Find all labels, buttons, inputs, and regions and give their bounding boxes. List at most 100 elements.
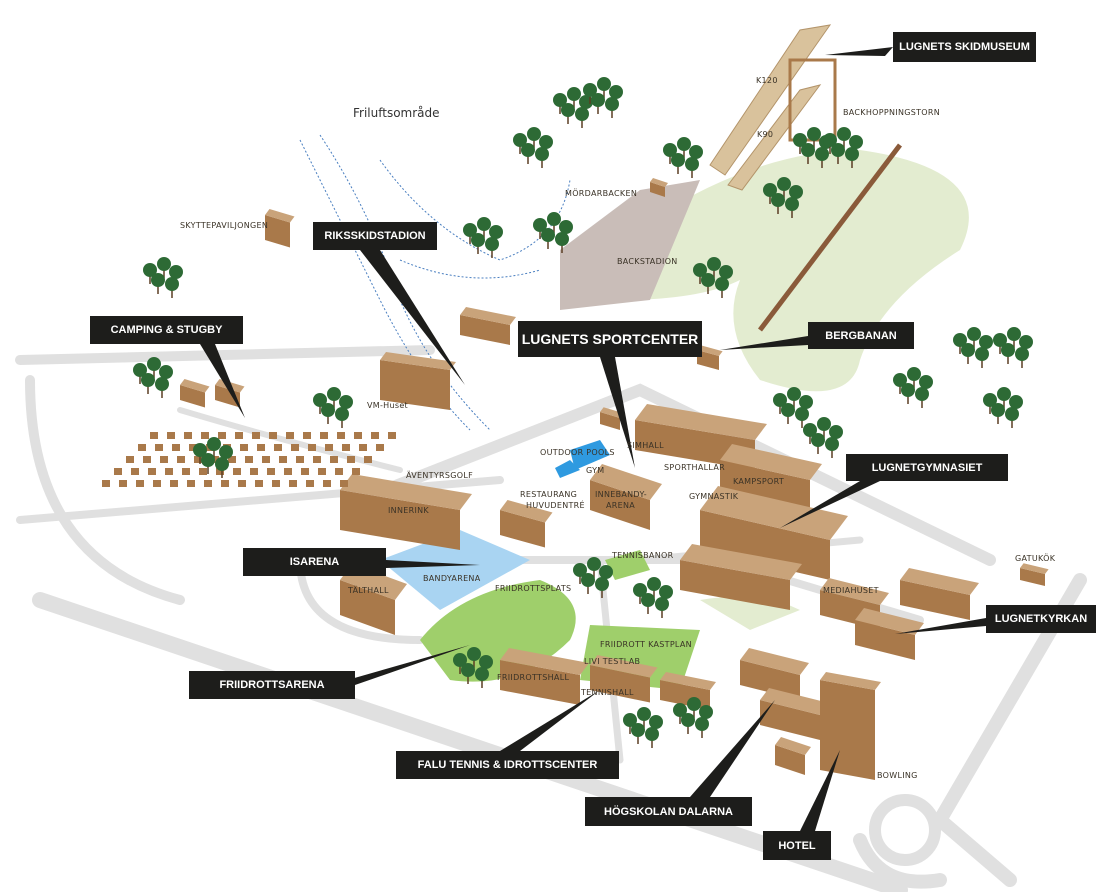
building bbox=[1020, 563, 1049, 586]
cabin bbox=[216, 468, 224, 475]
cabin bbox=[354, 432, 362, 439]
cabin bbox=[148, 468, 156, 475]
cabin bbox=[177, 456, 185, 463]
label-friluftsomrade: Friluftsområde bbox=[353, 106, 440, 120]
building bbox=[380, 352, 456, 410]
callout-sportcenter[interactable]: LUGNETS SPORTCENTER bbox=[518, 321, 702, 357]
callout-pointer bbox=[825, 47, 893, 56]
cabin bbox=[308, 444, 316, 451]
cabin bbox=[352, 468, 360, 475]
cabin bbox=[187, 480, 195, 487]
building bbox=[697, 345, 723, 370]
tree-cluster bbox=[573, 557, 613, 598]
label-bandyarena: BANDYARENA bbox=[423, 574, 481, 583]
tree-cluster bbox=[953, 327, 993, 368]
callout-hotel[interactable]: HOTEL bbox=[763, 831, 831, 860]
building bbox=[720, 444, 822, 515]
cabin bbox=[114, 468, 122, 475]
callout-camping[interactable]: CAMPING & STUGBY bbox=[90, 316, 243, 344]
callout-pointers bbox=[200, 47, 986, 831]
cabin bbox=[102, 480, 110, 487]
cabin bbox=[376, 444, 384, 451]
cabin bbox=[138, 444, 146, 451]
label-friidrottsplats: FRIIDROTTSPLATS bbox=[495, 584, 572, 593]
cabin bbox=[388, 432, 396, 439]
label-innerink: INNERINK bbox=[388, 506, 429, 515]
cabin bbox=[371, 432, 379, 439]
cabin bbox=[184, 432, 192, 439]
cabin bbox=[252, 432, 260, 439]
building bbox=[460, 307, 516, 345]
building bbox=[650, 178, 668, 197]
cabin bbox=[119, 480, 127, 487]
callout-pointer bbox=[895, 618, 986, 634]
tree-cluster bbox=[133, 357, 173, 398]
callout-riksskidstadion[interactable]: RIKSSKIDSTADION bbox=[313, 222, 437, 250]
cabin bbox=[262, 456, 270, 463]
tree-cluster bbox=[623, 707, 663, 748]
cabin bbox=[150, 432, 158, 439]
cabin bbox=[182, 468, 190, 475]
tree-cluster bbox=[313, 387, 353, 428]
cabin bbox=[199, 468, 207, 475]
callout-pointer bbox=[330, 645, 470, 685]
building bbox=[855, 608, 924, 660]
cabin bbox=[228, 456, 236, 463]
callout-pointer bbox=[720, 336, 808, 350]
callout-isarena[interactable]: ISARENA bbox=[243, 548, 386, 576]
building bbox=[600, 407, 624, 430]
callout-pointer bbox=[690, 700, 775, 797]
callout-tennis[interactable]: FALU TENNIS & IDROTTSCENTER bbox=[396, 751, 619, 779]
building bbox=[590, 464, 662, 530]
cabin bbox=[340, 480, 348, 487]
label-friidrottshall: FRIIDROTTSHALL bbox=[497, 673, 570, 682]
label-bowling: BOWLING bbox=[877, 771, 918, 780]
label-gym: GYM bbox=[586, 466, 605, 475]
callout-pointer bbox=[600, 357, 635, 468]
cabin bbox=[126, 456, 134, 463]
callout-kyrkan[interactable]: LUGNETKYRKAN bbox=[986, 605, 1096, 633]
cabin bbox=[221, 480, 229, 487]
building bbox=[500, 500, 553, 548]
cabin bbox=[250, 468, 258, 475]
cabin bbox=[335, 468, 343, 475]
tree-cluster bbox=[453, 647, 493, 688]
cabin bbox=[267, 468, 275, 475]
cabin bbox=[172, 444, 180, 451]
cabin bbox=[318, 468, 326, 475]
roads bbox=[15, 345, 1087, 892]
label-backstadion: BACKSTADION bbox=[617, 257, 678, 266]
callout-skidmuseum[interactable]: LUGNETS SKIDMUSEUM bbox=[893, 32, 1036, 62]
label-tennishall: TENNISHALL bbox=[581, 688, 634, 697]
cabin bbox=[235, 432, 243, 439]
cabin bbox=[313, 456, 321, 463]
cabin bbox=[347, 456, 355, 463]
cabin bbox=[274, 444, 282, 451]
label-outdoor-pools: OUTDOOR POOLS bbox=[540, 448, 615, 457]
label-innebandy-1: INNEBANDY- bbox=[595, 490, 647, 499]
cabin bbox=[325, 444, 333, 451]
cabin bbox=[201, 432, 209, 439]
cabin bbox=[160, 456, 168, 463]
callout-friidrottsarena[interactable]: FRIIDROTTSARENA bbox=[189, 671, 355, 699]
label-aventyrsgolf: ÄVENTYRSGOLF bbox=[406, 471, 474, 480]
building bbox=[900, 568, 979, 620]
cabin bbox=[167, 432, 175, 439]
cabin bbox=[136, 480, 144, 487]
cabin bbox=[279, 456, 287, 463]
label-gatukok: GATUKÖK bbox=[1015, 554, 1056, 563]
cabin bbox=[364, 456, 372, 463]
ski-jumps bbox=[709, 24, 902, 332]
callout-pointer bbox=[200, 344, 245, 418]
cabin bbox=[255, 480, 263, 487]
trees bbox=[133, 77, 1033, 748]
callout-pointer bbox=[500, 690, 600, 751]
callout-hogskolan[interactable]: HÖGSKOLAN DALARNA bbox=[585, 797, 752, 826]
callout-bergbanan[interactable]: BERGBANAN bbox=[808, 322, 914, 349]
tree-cluster bbox=[983, 387, 1023, 428]
label-restaurang: RESTAURANG bbox=[520, 490, 578, 499]
tree-cluster bbox=[463, 217, 503, 258]
tree-cluster bbox=[633, 577, 673, 618]
callout-gymnasiet[interactable]: LUGNETGYMNASIET bbox=[846, 454, 1008, 481]
